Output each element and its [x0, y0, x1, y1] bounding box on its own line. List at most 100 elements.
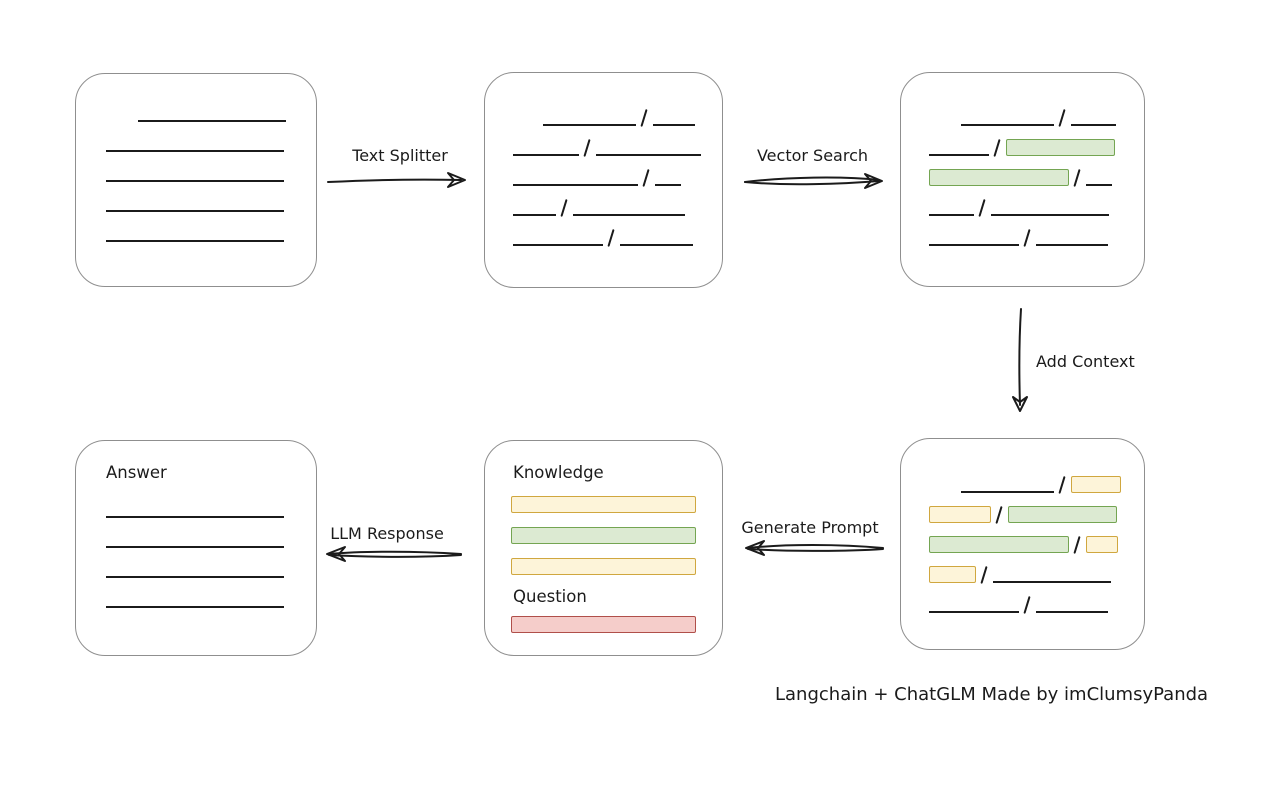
split-chunk-lines [513, 108, 701, 258]
red-bar [511, 616, 696, 633]
text-row [961, 475, 1121, 495]
text-line [106, 180, 284, 182]
slash-separator [560, 198, 568, 218]
text-row [106, 224, 286, 242]
vector-search-arrow [744, 173, 883, 189]
text-row [929, 565, 1121, 585]
document-lines [106, 104, 286, 254]
text-row [513, 198, 701, 218]
yellow-bar [511, 496, 696, 513]
text-row [513, 138, 701, 158]
text-row [929, 198, 1116, 218]
question-bars [511, 616, 696, 647]
text-row [106, 164, 286, 182]
text-row [929, 595, 1121, 615]
text-row [106, 590, 284, 608]
credit-caption: Langchain + ChatGLM Made by imClumsyPand… [775, 684, 1209, 705]
text-line [596, 154, 701, 156]
yellow-highlight-chunk [1071, 476, 1121, 493]
text-line [513, 154, 579, 156]
text-row [106, 500, 284, 518]
knowledge-bars [511, 496, 696, 589]
context-chunk-lines [929, 475, 1121, 625]
slash-separator [607, 228, 615, 248]
slash-separator [993, 138, 1001, 158]
yellow-highlight-chunk [1086, 536, 1118, 553]
text-line [655, 184, 681, 186]
text-line [1071, 124, 1116, 126]
text-row [106, 560, 284, 578]
text-row [929, 138, 1116, 158]
text-line [929, 611, 1019, 613]
text-line [991, 214, 1109, 216]
add-context-arrow [1012, 308, 1028, 412]
text-row [513, 168, 701, 188]
text-line [929, 154, 989, 156]
text-line [929, 244, 1019, 246]
slash-separator [1058, 108, 1066, 128]
knowledge-label: Knowledge [513, 463, 604, 482]
text-line [106, 210, 284, 212]
text-row [106, 134, 286, 152]
slash-separator [995, 505, 1003, 525]
vector-search-label: Vector Search [756, 146, 869, 165]
text-line [573, 214, 685, 216]
text-line [993, 581, 1111, 583]
add-context-label: Add Context [1036, 352, 1135, 371]
text-line [543, 124, 636, 126]
text-splitter-arrow [327, 172, 466, 188]
text-row [929, 168, 1116, 188]
text-row [929, 535, 1121, 555]
slash-separator [978, 198, 986, 218]
slash-separator [1023, 228, 1031, 248]
slash-separator [1073, 535, 1081, 555]
text-row [929, 228, 1116, 248]
answer-box: Answer [75, 440, 317, 656]
slash-separator [642, 168, 650, 188]
slash-separator [1023, 595, 1031, 615]
question-label: Question [513, 587, 587, 606]
split-chunks-box [484, 72, 723, 288]
text-row [929, 505, 1121, 525]
text-row [138, 104, 286, 122]
prompt-box: Knowledge Question [484, 440, 723, 656]
text-line [106, 546, 284, 548]
text-row [543, 108, 701, 128]
slash-separator [1058, 475, 1066, 495]
matched-chunks-box [900, 72, 1145, 287]
slash-separator [640, 108, 648, 128]
slash-separator [583, 138, 591, 158]
text-line [961, 124, 1054, 126]
llm-response-arrow [326, 546, 462, 562]
text-row [106, 530, 284, 548]
text-line [1086, 184, 1112, 186]
green-bar [511, 527, 696, 544]
answer-label: Answer [106, 463, 167, 482]
context-chunks-box [900, 438, 1145, 650]
generate-prompt-arrow [745, 540, 884, 556]
text-row [513, 228, 701, 248]
yellow-bar [511, 558, 696, 575]
text-line [929, 214, 974, 216]
text-line [513, 244, 603, 246]
text-line [106, 576, 284, 578]
slash-separator [1073, 168, 1081, 188]
slash-separator [980, 565, 988, 585]
green-highlight-chunk [929, 536, 1069, 553]
text-line [106, 240, 284, 242]
text-row [961, 108, 1116, 128]
text-splitter-label: Text Splitter [352, 146, 448, 165]
text-line [961, 491, 1054, 493]
text-line [1036, 611, 1108, 613]
text-row [106, 194, 286, 212]
text-line [513, 184, 638, 186]
generate-prompt-label: Generate Prompt [741, 518, 879, 537]
matched-chunk-lines [929, 108, 1116, 258]
text-line [106, 606, 284, 608]
text-line [1036, 244, 1108, 246]
text-line [106, 150, 284, 152]
text-line [653, 124, 695, 126]
text-line [620, 244, 693, 246]
answer-lines [106, 500, 284, 620]
